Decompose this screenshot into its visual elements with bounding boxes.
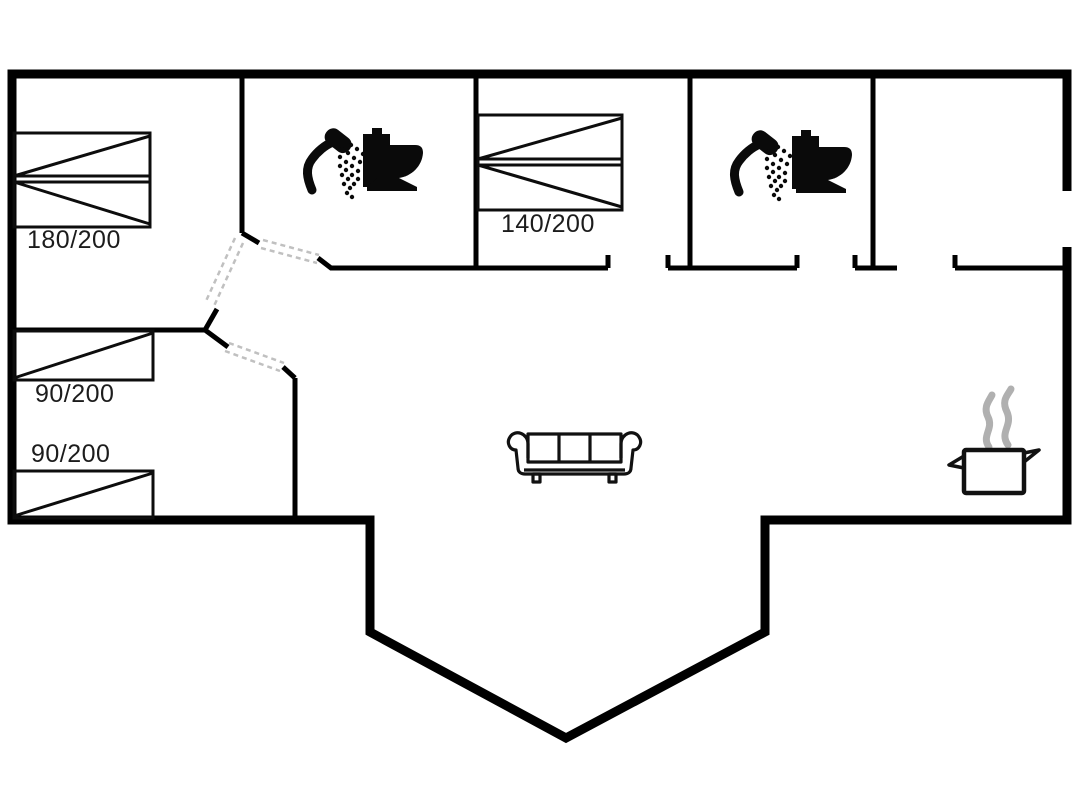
shower-icon	[734, 127, 792, 201]
wall-corridor-c	[852, 255, 897, 271]
door-leaf-hall-living	[260, 238, 320, 265]
shower-icon	[307, 125, 365, 199]
toilet-icon	[363, 128, 423, 191]
wall-jamb	[240, 230, 261, 246]
door-leaf-bedroom1	[204, 237, 245, 307]
wall-jamb	[281, 365, 297, 380]
wall-corridor-b	[665, 255, 800, 271]
bed-140x200-symbol	[476, 113, 624, 212]
bed-size-label-90-bottom: 90/200	[31, 440, 111, 468]
bed-size-label-140: 140/200	[501, 210, 595, 238]
exterior-walls	[7, 69, 1072, 744]
steam-icon	[982, 385, 1015, 451]
cooking-pot-icon	[947, 385, 1041, 496]
bed-90x200-bottom-symbol	[12, 469, 155, 520]
wall-corridor-a	[316, 255, 611, 271]
toilet-icon	[792, 130, 852, 193]
sofa-icon	[506, 431, 643, 484]
bed-90x200-top-symbol	[12, 329, 155, 382]
door-leaf-kidsroom	[224, 341, 285, 373]
wall-corridor-d	[952, 255, 1067, 271]
door-openings	[204, 237, 320, 373]
exterior-outline-wall	[7, 69, 1072, 744]
wall-jamb	[202, 307, 220, 332]
bed-size-label-90-top: 90/200	[35, 380, 115, 408]
interior-walls	[12, 77, 1067, 520]
wall-jamb	[203, 327, 230, 350]
bed-180x200-symbol	[12, 131, 152, 229]
bed-size-label-180: 180/200	[27, 226, 121, 254]
